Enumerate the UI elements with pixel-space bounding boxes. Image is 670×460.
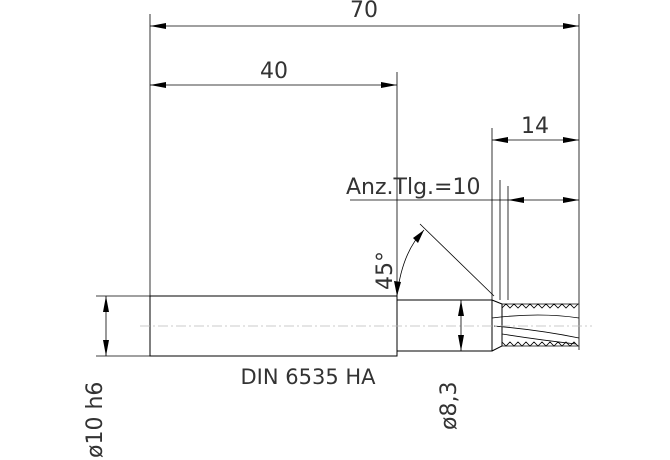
dimension-text-14: 14 [521,114,549,139]
chamfer-outline [491,299,503,352]
dimension-shank-length: 40 [150,59,397,88]
dimension-text-neck-diameter: ø8,3 [437,382,462,430]
tool-body [149,295,580,357]
dimension-text-shank-diameter: ø10 h6 [83,382,108,458]
standard-label: DIN 6535 HA [240,365,376,389]
dimension-text-40: 40 [260,59,288,84]
dimension-thread-count: Anz.Tlg.=10 [346,175,579,203]
dimension-text-thread-count: Anz.Tlg.=10 [346,175,480,200]
thread-teeth-top [501,303,579,309]
dimension-neck-diameter: ø8,3 [437,300,464,430]
dimension-thread-length: 14 [492,114,579,143]
shank-outline [149,295,398,357]
neck-outline [397,299,493,352]
dimension-text-45: 45° [373,251,398,290]
flute-line-2 [493,325,580,339]
dimension-overall-length: 70 [150,0,579,29]
dimension-chamfer-angle: 45° [373,223,495,297]
flute-line-1 [491,314,580,319]
flute-line-3 [501,333,577,345]
dimension-text-70: 70 [350,0,378,23]
dimension-shank-diameter: ø10 h6 [83,296,109,458]
extension-lines [96,14,580,357]
